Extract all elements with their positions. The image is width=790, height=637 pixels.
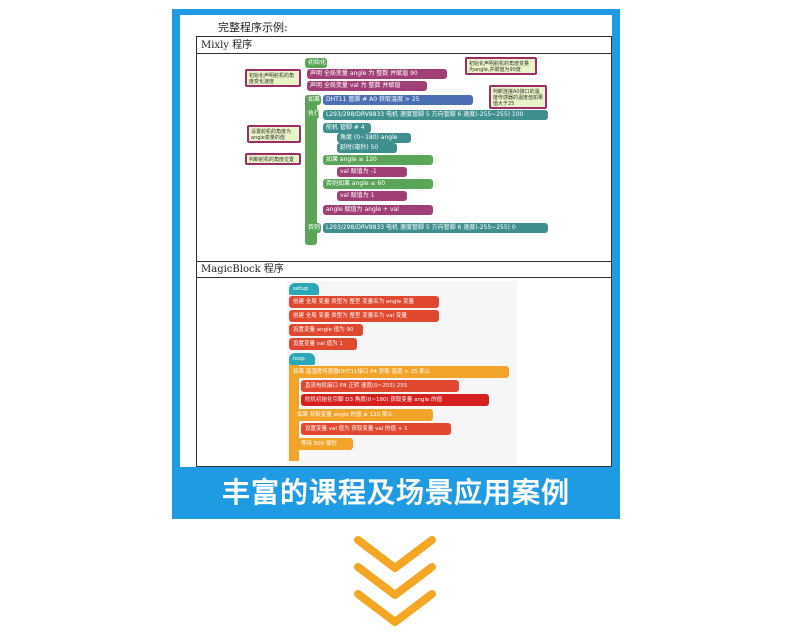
magicblock-program: setup 创建 全局 变量 类型为 整型 变量名为 angle 变量 创建 全… (287, 281, 517, 465)
doc-caption: 完整程序示例: (218, 21, 288, 34)
mixly-note-pos: 判断舵机的角度位置 (245, 153, 301, 165)
mixly-set-minus: val 赋值为 -1 (337, 167, 407, 177)
mb-set-angle: 设置变量 angle 值为 90 (289, 324, 363, 336)
mixly-exec-label: 执行 (305, 109, 320, 119)
document-panel: 完整程序示例: Mixly 程序 MagicBlock 程序 初始化 声明 全局… (180, 15, 612, 467)
chevron-down-icon-3 (354, 590, 436, 626)
mb-setup-hat: setup (289, 283, 319, 295)
mixly-note-speed: 初始化声明舵机的角度变化速度 (245, 69, 301, 87)
magicblock-header: MagicBlock 程序 (197, 261, 611, 278)
mixly-program: 初始化 声明 全局变量 angle 为 整数 并赋值 90 声明 全局变量 va… (197, 55, 611, 261)
mixly-if-spine (305, 95, 317, 245)
mixly-decl-angle: 声明 全局变量 angle 为 整数 并赋值 90 (307, 69, 447, 79)
banner-text: 丰富的课程及场景应用案例 (221, 476, 570, 509)
chevron-down-icon-2 (354, 563, 436, 599)
mixly-servo: 舵机 管脚 # 4 (323, 123, 371, 133)
mixly-note-temp: 判断连接A0接口的温度传感器的温度值如果值大于25 (489, 85, 547, 109)
mixly-note-servo: 设置舵机的角度为angle变量的值 (247, 125, 301, 143)
program-table: Mixly 程序 MagicBlock 程序 初始化 声明 全局变量 angle… (196, 36, 612, 467)
mixly-decl-val: 声明 全局变量 val 为 整数 并赋值 (307, 81, 427, 91)
mb-set-val: 设置变量 val 值为 1 (289, 338, 357, 350)
mixly-condition: DHT11 管脚 # A0 获取温度 > 25 (323, 95, 473, 105)
mixly-motor-stop: L293/298/DRV8833 电机 速度管脚 5 方向管脚 6 速度(-25… (323, 223, 548, 233)
mixly-servo-delay: 延时(毫秒) 50 (337, 143, 397, 153)
mb-dc-motor: 直流电机接口 P8 正转 速度(0~255) 255 (301, 380, 459, 392)
mb-set-val-expr: 设置变量 val 值为 获取变量 val 的值 + 1 (301, 423, 451, 435)
mixly-header: Mixly 程序 (197, 37, 611, 54)
mixly-set-one: val 赋值为 1 (337, 191, 407, 201)
mixly-set-angle: angle 赋值为 angle + val (323, 205, 433, 215)
mixly-init-block: 初始化 (305, 58, 327, 68)
mixly-motor-run: L293/298/DRV8833 电机 速度管脚 5 方向管脚 6 速度(-25… (323, 110, 548, 120)
mixly-servo-angle: 角度 (0~180) angle (337, 133, 411, 143)
mixly-if-angle-high: 如果 angle ≥ 120 (323, 155, 433, 165)
mixly-else-label: 否则 (305, 223, 321, 233)
mb-if-dht: 如果 温湿度传感器DHT11接口 P4 获取 温度 > 25 那么 (289, 366, 509, 378)
mb-if-angle: 如果 获取变量 angle 的值 ≥ 120 那么 (293, 409, 433, 421)
mb-wait: 等待 500 豪秒 (297, 438, 353, 450)
mb-create-val: 创建 全局 变量 类型为 整型 变量名为 val 变量 (289, 310, 439, 322)
mixly-elif: 否则如果 angle ≤ 60 (323, 179, 433, 189)
mb-servo-init: 舵机初始化引脚 D3 角度(0~180) 获取变量 angle 的值 (301, 394, 489, 406)
content-frame: 完整程序示例: Mixly 程序 MagicBlock 程序 初始化 声明 全局… (172, 9, 620, 519)
chevron-down-icon-1 (354, 536, 436, 572)
mb-create-angle: 创建 全局 变量 类型为 整型 变量名为 angle 变量 (289, 296, 439, 308)
mixly-if-label: 如果 (305, 95, 321, 105)
mb-loop-hat: loop (289, 353, 315, 365)
mixly-note-angle: 初始化声明舵机的角度变量为angle,并赋值为90度 (465, 57, 537, 75)
row-divider (197, 261, 611, 262)
